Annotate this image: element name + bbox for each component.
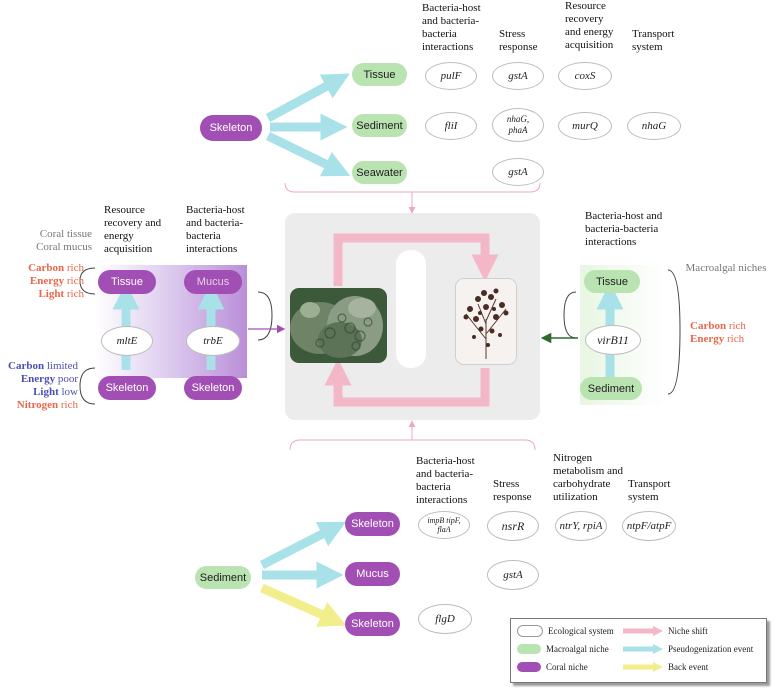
left-skeleton-bracket	[79, 367, 96, 405]
top-bracket	[284, 182, 541, 193]
top-header-stress: Stress response	[499, 28, 538, 53]
gene-virB11: virB11	[585, 325, 641, 355]
left-header-resource: Resource recovery and energy acquisition	[104, 204, 162, 255]
top-header-resource: Resource recovery and energy acquisition	[565, 0, 614, 51]
legend-back-event: Back event	[623, 662, 708, 672]
gene-fliI: fliI	[425, 112, 477, 140]
gene-nhaG: nhaG	[627, 112, 681, 140]
gene-nhaG-phaA: nhaG, phaA	[492, 108, 544, 142]
gene-trbE: trbE	[186, 326, 240, 356]
macroalgal-niche-title: Macroalgal niches	[685, 262, 767, 274]
bottom-source-sediment: Sediment	[195, 566, 251, 589]
coral-niche-titles: Coral tissue Coral mucus	[36, 228, 92, 253]
left-tissue-bracket	[79, 267, 96, 295]
bottom-target-skeleton-1: Skeleton	[345, 512, 400, 536]
coral-photo	[290, 288, 387, 363]
right-outer-bracket	[667, 269, 681, 395]
top-target-tissue: Tissue	[352, 63, 407, 86]
right-sediment: Sediment	[580, 377, 642, 400]
legend-niche-shift: Niche shift	[623, 626, 708, 636]
top-source-skeleton: Skeleton	[200, 115, 262, 141]
left-col2-mucus: Mucus	[184, 270, 242, 294]
legend-macroalgal-niche: Macroalgal niche	[517, 644, 609, 654]
gene-ntrY-rpiA: ntrY, rpiA	[555, 511, 607, 541]
bottom-bracket	[289, 439, 536, 451]
tissue-conditions: Carbon rich Energy rich Light rich	[28, 262, 84, 300]
macroalgae-photo	[455, 278, 517, 365]
right-tissue: Tissue	[584, 270, 640, 293]
gene-nsrR: nsrR	[487, 511, 539, 541]
top-header-transport: Transport system	[632, 28, 675, 53]
top-target-sediment: Sediment	[352, 114, 407, 137]
bottom-header-stress: Stress response	[493, 478, 532, 503]
legend-ecological-system: Ecological system	[517, 625, 614, 637]
top-header-interactions: Bacteria-host and bacteria-bacteria inte…	[422, 2, 481, 53]
bottom-header-interactions: Bacteria-host and bacteria-bacteria inte…	[416, 455, 475, 506]
gene-gstA-seawater: gstA	[492, 158, 544, 186]
left-col1-tissue: Tissue	[98, 270, 156, 294]
left-col2-skeleton: Skeleton	[184, 376, 242, 400]
left-col1-skeleton: Skeleton	[98, 376, 156, 400]
bottom-header-transport: Transport system	[628, 478, 671, 503]
right-header-interactions: Bacteria-host and bacteria-bacteria inte…	[585, 210, 663, 248]
bottom-target-skeleton-2: Skeleton	[345, 612, 400, 636]
gene-murQ: murQ	[558, 112, 612, 140]
gene-ntpF-atpF: ntpF/atpF	[622, 511, 676, 541]
right-left-bracket	[563, 291, 577, 339]
gene-mltE: mltE	[101, 326, 153, 356]
gene-gstA-mucus: gstA	[487, 560, 539, 590]
bottom-header-nitrogen: Nitrogen metabolism and carbohydrate uti…	[553, 452, 623, 503]
gene-pulF: pulF	[425, 62, 477, 90]
left-right-bracket	[257, 291, 273, 341]
gene-gstA-tissue: gstA	[492, 62, 544, 90]
skeleton-conditions: Carbon limited Energy poor Light low Nit…	[8, 360, 78, 411]
legend-coral-niche: Coral niche	[517, 662, 588, 672]
left-header-interactions: Bacteria-host and bacteria-bacteria inte…	[186, 204, 245, 255]
top-pseudogenization-arrows	[265, 73, 351, 177]
bottom-target-mucus: Mucus	[345, 562, 400, 586]
bottom-arrows	[259, 521, 347, 627]
top-target-seawater: Seawater	[352, 161, 407, 184]
gene-coxS: coxS	[558, 62, 612, 90]
macroalgal-conditions: Carbon rich Energy rich	[690, 320, 746, 345]
legend-pseudogenization-event: Pseudogenization event	[623, 644, 753, 654]
legend: Ecological system Macroalgal niche Coral…	[510, 618, 767, 683]
niche-shift-cycle	[324, 233, 499, 407]
gene-flgD: flgD	[418, 604, 472, 634]
gene-impB-tipF-flaA: impB tipF, flaA	[418, 511, 470, 539]
center-divider	[396, 250, 426, 368]
